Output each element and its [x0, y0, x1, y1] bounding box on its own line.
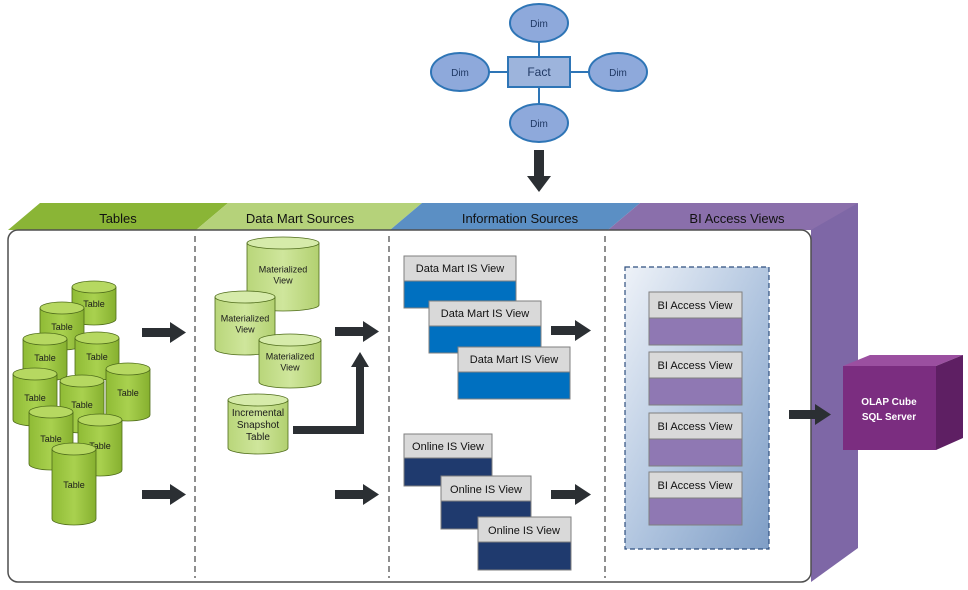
arrow-incremental-elbow: [293, 352, 369, 434]
materialized-views-cluster: MaterializedViewMaterializedViewMaterial…: [214, 236, 322, 455]
table-cylinder-label: Table: [51, 322, 73, 332]
dim-node-bottom: [509, 103, 569, 143]
data-mart-is-view-2: Data Mart IS View: [428, 300, 542, 354]
materialized-view-1-label: Materialized: [259, 265, 308, 275]
bi-access-view-label: BI Access View: [658, 421, 733, 433]
materialized-view-2-label: View: [235, 325, 255, 335]
materialized-view-3-label: View: [280, 363, 300, 373]
dim-node-right: [588, 52, 648, 92]
olap-line-2: SQL Server: [862, 412, 916, 423]
incremental-snapshot-table-label: Snapshot: [237, 420, 279, 431]
table-cylinder-label: Table: [71, 400, 93, 410]
dim-label-bottom: Dim: [530, 119, 548, 130]
table-cylinder-label: Table: [40, 434, 62, 444]
stage-label-bi-access-views: BI Access Views: [689, 211, 785, 226]
dim-label-right: Dim: [609, 68, 627, 79]
olap-cube-front: [843, 366, 936, 450]
data-mart-is-view-label: Data Mart IS View: [416, 263, 504, 275]
online-is-view-2: Online IS View: [440, 475, 532, 530]
online-is-view-label: Online IS View: [488, 525, 560, 537]
table-cylinder: Table: [105, 362, 151, 422]
star-schema: Dim Dim Dim Dim Fact: [430, 3, 648, 143]
online-is-view-label: Online IS View: [450, 484, 522, 496]
dim-label-left: Dim: [451, 68, 469, 79]
stage-header-bi-access-views: [608, 203, 858, 230]
table-cylinder-label: Table: [24, 393, 46, 403]
table-cylinder-label: Table: [89, 441, 111, 451]
materialized-view-1-label: View: [273, 276, 293, 286]
bi-access-view-label: BI Access View: [658, 480, 733, 492]
dim-label-top: Dim: [530, 19, 548, 30]
table-cylinder-label: Table: [86, 352, 108, 362]
stage-label-data-mart-sources: Data Mart Sources: [246, 211, 355, 226]
table-cylinder-label: Table: [83, 299, 105, 309]
online-is-view-label: Online IS View: [412, 441, 484, 453]
arrow-to-olap: [789, 404, 831, 425]
olap-cube: OLAP Cube SQL Server: [843, 355, 963, 450]
table-cylinder-label: Table: [34, 353, 56, 363]
arrow-is-to-bi-bottom: [551, 484, 591, 505]
stage-label-information-sources: Information Sources: [462, 211, 579, 226]
arrow-marts-to-is-bottom: [335, 484, 379, 505]
container-front-panel: [7, 229, 812, 583]
arrow-tables-to-marts-top: [142, 322, 186, 343]
table-cylinder-label: Table: [63, 480, 85, 490]
incremental-snapshot-table-label: Incremental: [232, 408, 284, 419]
incremental-snapshot-table-label: Table: [246, 432, 270, 443]
dim-node-left: [430, 52, 490, 92]
pipeline-container: Tables Data Mart Sources Information Sou…: [7, 203, 858, 583]
bi-access-view-3: BI Access View: [648, 412, 743, 467]
olap-line-1: OLAP Cube: [861, 397, 917, 408]
fact-label: Fact: [527, 65, 551, 79]
bi-access-panel: BI Access View BI Access View BI Access …: [624, 266, 770, 550]
data-mart-is-views: Data Mart IS View Data Mart IS View Data…: [403, 255, 571, 400]
data-mart-is-view-label: Data Mart IS View: [441, 308, 529, 320]
stage-label-tables: Tables: [99, 211, 137, 226]
bi-access-view-label: BI Access View: [658, 300, 733, 312]
arrow-marts-to-is-top: [335, 321, 379, 342]
olap-cube-top: [843, 355, 963, 366]
arrow-tables-to-marts-bottom: [142, 484, 186, 505]
data-mart-is-view-3: Data Mart IS View: [457, 346, 571, 400]
bi-access-view-2: BI Access View: [648, 351, 743, 406]
online-is-view-3: Online IS View: [477, 516, 572, 571]
bi-access-view-1: BI Access View: [648, 291, 743, 346]
tables-cluster: TableTableTableTableTableTableTableTable…: [12, 280, 151, 526]
data-mart-is-view-1: Data Mart IS View: [403, 255, 517, 309]
stage-header-data-mart-sources: [196, 203, 422, 230]
bi-access-view-4: BI Access View: [648, 471, 743, 526]
fact-node: [507, 56, 571, 88]
olap-cube-side: [936, 355, 963, 450]
stage-header-tables: [8, 203, 228, 230]
stage-header-information-sources: [390, 203, 640, 230]
bi-access-view-label: BI Access View: [658, 360, 733, 372]
materialized-view-2-label: Materialized: [221, 314, 270, 324]
dim-node-top: [509, 3, 569, 43]
container-side-face: [811, 203, 858, 582]
arrow-down-into-pipeline: [527, 150, 551, 192]
materialized-view-3-label: Materialized: [266, 352, 315, 362]
table-cylinder: Table: [51, 442, 97, 526]
data-mart-is-view-label: Data Mart IS View: [470, 354, 558, 366]
arrow-is-to-bi-top: [551, 320, 591, 341]
table-cylinder-label: Table: [117, 388, 139, 398]
online-is-views: Online IS View Online IS View Online IS …: [403, 433, 572, 571]
